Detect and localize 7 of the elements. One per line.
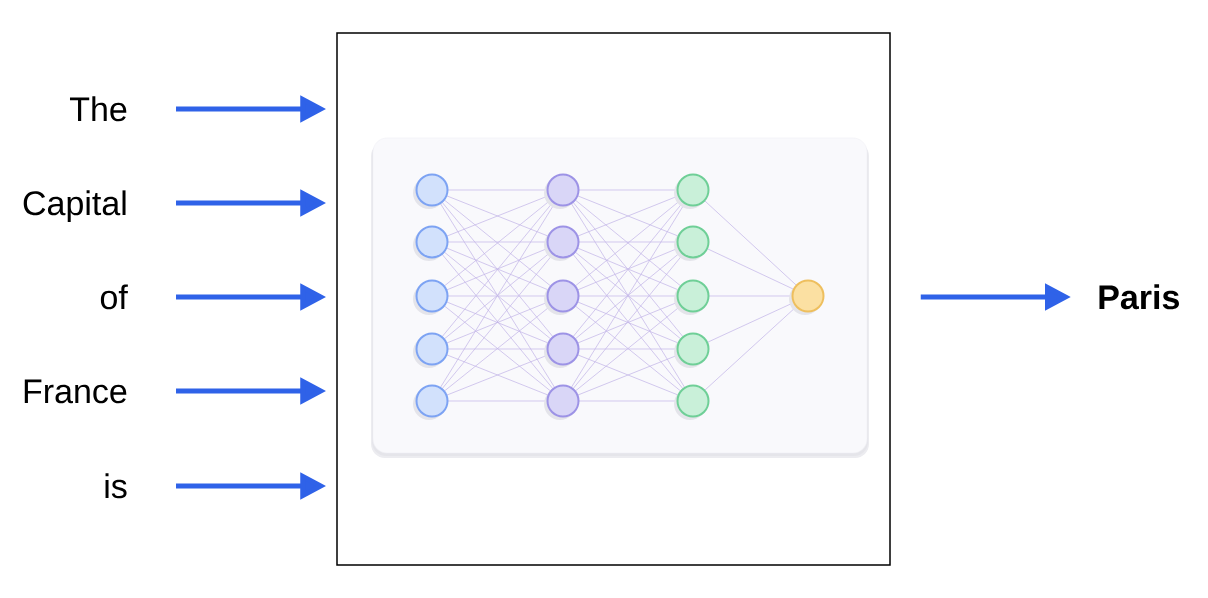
output-word: Paris (1099, 284, 1179, 310)
input-word: The (70, 96, 127, 122)
frame-box (336, 32, 891, 566)
input-word: of (100, 284, 128, 310)
input-word: France (24, 379, 127, 404)
input-word: is (105, 473, 127, 499)
input-word: Capital (23, 190, 126, 223)
